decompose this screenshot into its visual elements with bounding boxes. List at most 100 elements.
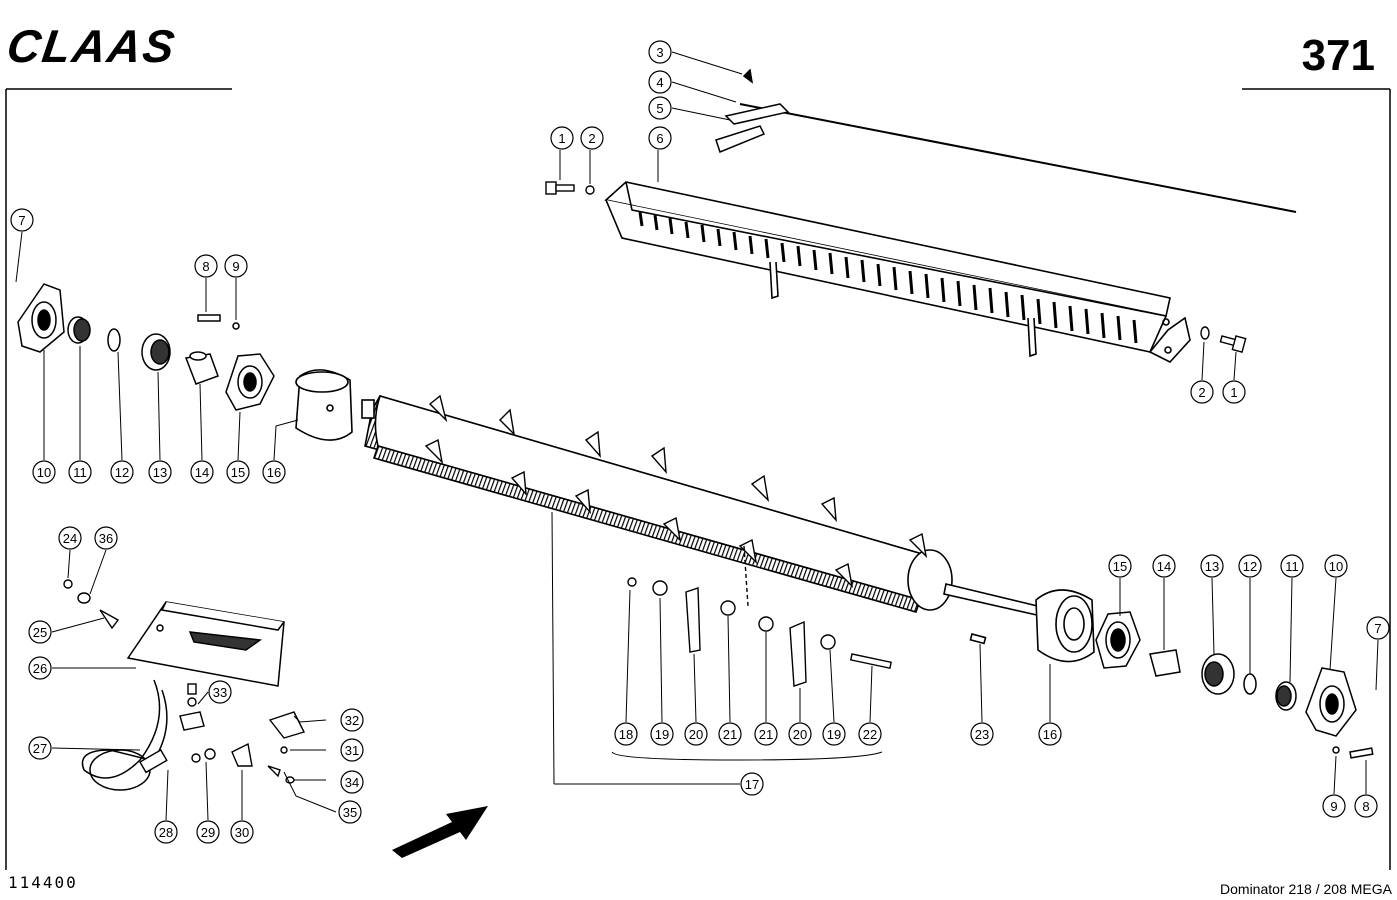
callout-7-left: 7 [10, 208, 34, 232]
callout-15-right: 15 [1108, 554, 1132, 578]
svg-text:11: 11 [1285, 559, 1299, 574]
svg-text:15: 15 [1113, 559, 1127, 574]
svg-text:5: 5 [656, 101, 663, 116]
callout-16-left: 16 [262, 460, 286, 484]
svg-text:10: 10 [37, 465, 51, 480]
callout-13-right: 13 [1200, 554, 1224, 578]
callout-1-top: 1 [550, 126, 574, 150]
svg-text:4: 4 [656, 75, 663, 90]
callout-26: 26 [28, 656, 52, 680]
svg-text:20: 20 [689, 727, 703, 742]
page-number: 371 [1302, 31, 1375, 80]
knife-set [627, 545, 892, 687]
svg-text:19: 19 [655, 727, 669, 742]
callout-23: 23 [970, 722, 994, 746]
callout-3: 3 [648, 40, 672, 64]
callout-34: 34 [340, 770, 364, 794]
svg-text:1: 1 [1230, 385, 1237, 400]
svg-text:13: 13 [153, 465, 167, 480]
callout-8-left: 8 [194, 254, 218, 278]
svg-text:31: 31 [345, 743, 359, 758]
sieve-housing [604, 181, 1191, 363]
svg-text:12: 12 [1243, 559, 1257, 574]
svg-text:2: 2 [1198, 385, 1205, 400]
svg-text:8: 8 [1362, 799, 1369, 814]
sensor-cable [81, 679, 168, 791]
svg-text:13: 13 [1205, 559, 1219, 574]
callout-9-right: 9 [1322, 794, 1346, 818]
svg-text:11: 11 [73, 465, 87, 480]
rotor-paddles [424, 394, 928, 589]
svg-text:16: 16 [1043, 727, 1057, 742]
svg-text:32: 32 [345, 713, 359, 728]
leader-lines [15, 51, 1379, 821]
callout-12-right: 12 [1238, 554, 1262, 578]
svg-text:27: 27 [33, 741, 47, 756]
callout-18: 18 [614, 722, 638, 746]
callout-14-left: 14 [190, 460, 214, 484]
callout-24: 24 [58, 526, 82, 550]
svg-text:9: 9 [1330, 799, 1337, 814]
callout-20-a: 20 [684, 722, 708, 746]
bearing-housing-left [197, 314, 275, 411]
svg-text:36: 36 [99, 531, 113, 546]
sieve-slots [638, 211, 1138, 344]
svg-text:21: 21 [723, 727, 737, 742]
svg-text:28: 28 [159, 825, 173, 840]
svg-text:7: 7 [1374, 621, 1381, 636]
callout-30: 30 [230, 820, 254, 844]
callout-16-right: 16 [1038, 722, 1062, 746]
machine-model: Dominator 218 / 208 MEGA [1220, 881, 1393, 897]
callout-32: 32 [340, 708, 364, 732]
callout-21-b: 21 [754, 722, 778, 746]
callout-14-right: 14 [1152, 554, 1176, 578]
callout-22: 22 [858, 722, 882, 746]
svg-text:3: 3 [656, 45, 663, 60]
callout-31: 31 [340, 738, 364, 762]
svg-text:1: 1 [558, 131, 565, 146]
bearing-flange-left [17, 283, 65, 353]
diagram-code: 114400 [8, 873, 78, 892]
svg-text:34: 34 [345, 775, 359, 790]
pulley-right [969, 589, 1095, 663]
callout-13-left: 13 [148, 460, 172, 484]
callout-9-left: 9 [224, 254, 248, 278]
callout-4: 4 [648, 70, 672, 94]
bearing-ring-left [67, 316, 219, 385]
svg-text:29: 29 [201, 825, 215, 840]
callout-11-right: 11 [1280, 554, 1304, 578]
direction-arrow [392, 806, 488, 858]
bolt-top-left [545, 181, 595, 195]
callout-19-b: 19 [822, 722, 846, 746]
callout-19-a: 19 [650, 722, 674, 746]
svg-text:22: 22 [863, 727, 877, 742]
svg-text:19: 19 [827, 727, 841, 742]
callout-10-left: 10 [32, 460, 56, 484]
svg-text:24: 24 [63, 531, 77, 546]
svg-text:26: 26 [33, 661, 47, 676]
callout-6: 6 [648, 126, 672, 150]
svg-text:20: 20 [793, 727, 807, 742]
svg-text:2: 2 [588, 131, 595, 146]
callout-15-left: 15 [226, 460, 250, 484]
callout-12-left: 12 [110, 460, 134, 484]
svg-text:33: 33 [213, 685, 227, 700]
callouts: 3 4 5 6 1 2 2 1 7 8 9 10 11 12 13 14 15 … [10, 40, 1390, 844]
callout-8-right: 8 [1354, 794, 1378, 818]
callout-29: 29 [196, 820, 220, 844]
svg-text:25: 25 [33, 625, 47, 640]
callout-10-right: 10 [1324, 554, 1348, 578]
rotor-drum [361, 395, 1056, 619]
svg-text:21: 21 [759, 727, 773, 742]
callout-25: 25 [28, 620, 52, 644]
svg-text:8: 8 [202, 259, 209, 274]
bearing-housing-right [1095, 611, 1297, 711]
adjusting-rod [715, 68, 1297, 213]
svg-text:15: 15 [231, 465, 245, 480]
svg-text:18: 18 [619, 727, 633, 742]
svg-text:16: 16 [267, 465, 281, 480]
callout-5: 5 [648, 96, 672, 120]
callout-35: 35 [338, 800, 362, 824]
callout-36: 36 [94, 526, 118, 550]
callout-2-right: 2 [1190, 380, 1214, 404]
